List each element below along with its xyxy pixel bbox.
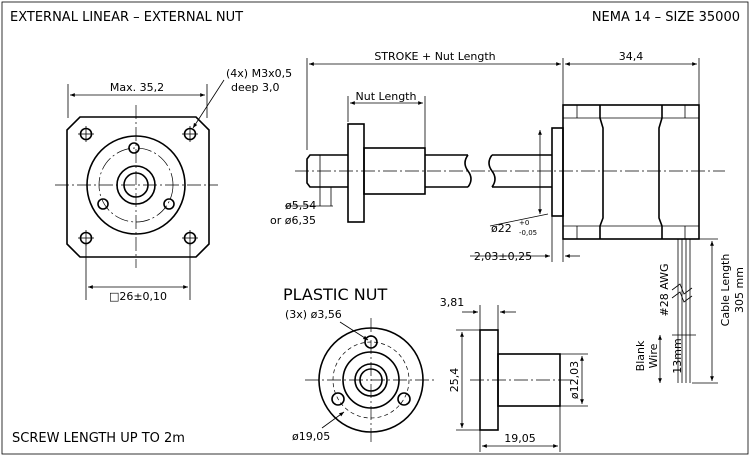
nut-front-hole-right [397,392,411,406]
boss-tolerance-upper: +0 [519,219,529,227]
nut-hole-top [128,142,140,154]
nut-flange-height: 25,4 [448,368,461,393]
nut-side-body [497,353,561,407]
front-width-dimension: Max. 35,2 [110,81,164,94]
screw-note-leader [192,79,225,129]
screw-note-line1: (4x) M3x0,5 [226,67,292,80]
motor-body [562,104,700,240]
nut-holes-note: (3x) ø3,56 [285,308,342,321]
square-dimension: □26±0,10 [109,290,167,303]
header-title-left: EXTERNAL LINEAR – EXTERNAL NUT [10,10,243,25]
nut-hole-left [97,198,109,210]
front-view: Max. 35,2 (4x) M3x0,5 deep 3,0 □26±0,10 [55,67,292,303]
plastic-nut-title: PLASTIC NUT [283,285,387,304]
nut-body-diameter: ø12,03 [568,361,581,399]
shaft-break-right [488,154,496,188]
boss-height-dimension: 2,03±0,25 [474,250,532,263]
cable-length-line2: 305 mm [733,267,746,313]
boss-tolerance-lower: -0,05 [519,229,537,237]
blank-wire-line1: Blank [634,340,647,371]
screw-diameter-line2: or ø6,35 [270,214,316,227]
motor-length-dimension: 34,4 [619,50,644,63]
wire-awg: #28 AWG [658,263,671,316]
screw-length-note: SCREW LENGTH UP TO 2m [12,431,185,446]
nut-total-length: 19,05 [504,432,536,445]
screw-diameter-line1: ø5,54 [285,199,316,212]
header-title-right: NEMA 14 – SIZE 35000 [592,10,740,25]
stroke-dimension: STROKE + Nut Length [374,50,495,63]
side-view: STROKE + Nut Length 34,4 Nut Length ø5,5… [270,50,746,384]
motor-end-cap-left [599,105,604,239]
nut-flange [347,123,365,223]
nut-hole-right [163,198,175,210]
cable-length-line1: Cable Length [719,254,732,327]
screw-note-line2: deep 3,0 [231,81,280,94]
motor-face-square [66,116,210,258]
boss-diameter: ø22 [491,222,512,235]
blank-wire-line2: Wire [647,343,660,368]
blank-wire-line3: 13mm [671,338,684,373]
nut-front-hole-left [331,392,345,406]
nut-flange-thickness: 3,81 [440,296,465,309]
motor-boss [551,127,564,217]
nut-bolt-circle-dimension: ø19,05 [292,430,330,443]
nut-length-dimension: Nut Length [356,90,417,103]
plastic-nut-views: PLASTIC NUT (3x) ø3,56 ø19,05 3,81 25,4 [283,285,588,452]
motor-end-cap-right [658,105,663,239]
motor-wires [658,238,718,384]
